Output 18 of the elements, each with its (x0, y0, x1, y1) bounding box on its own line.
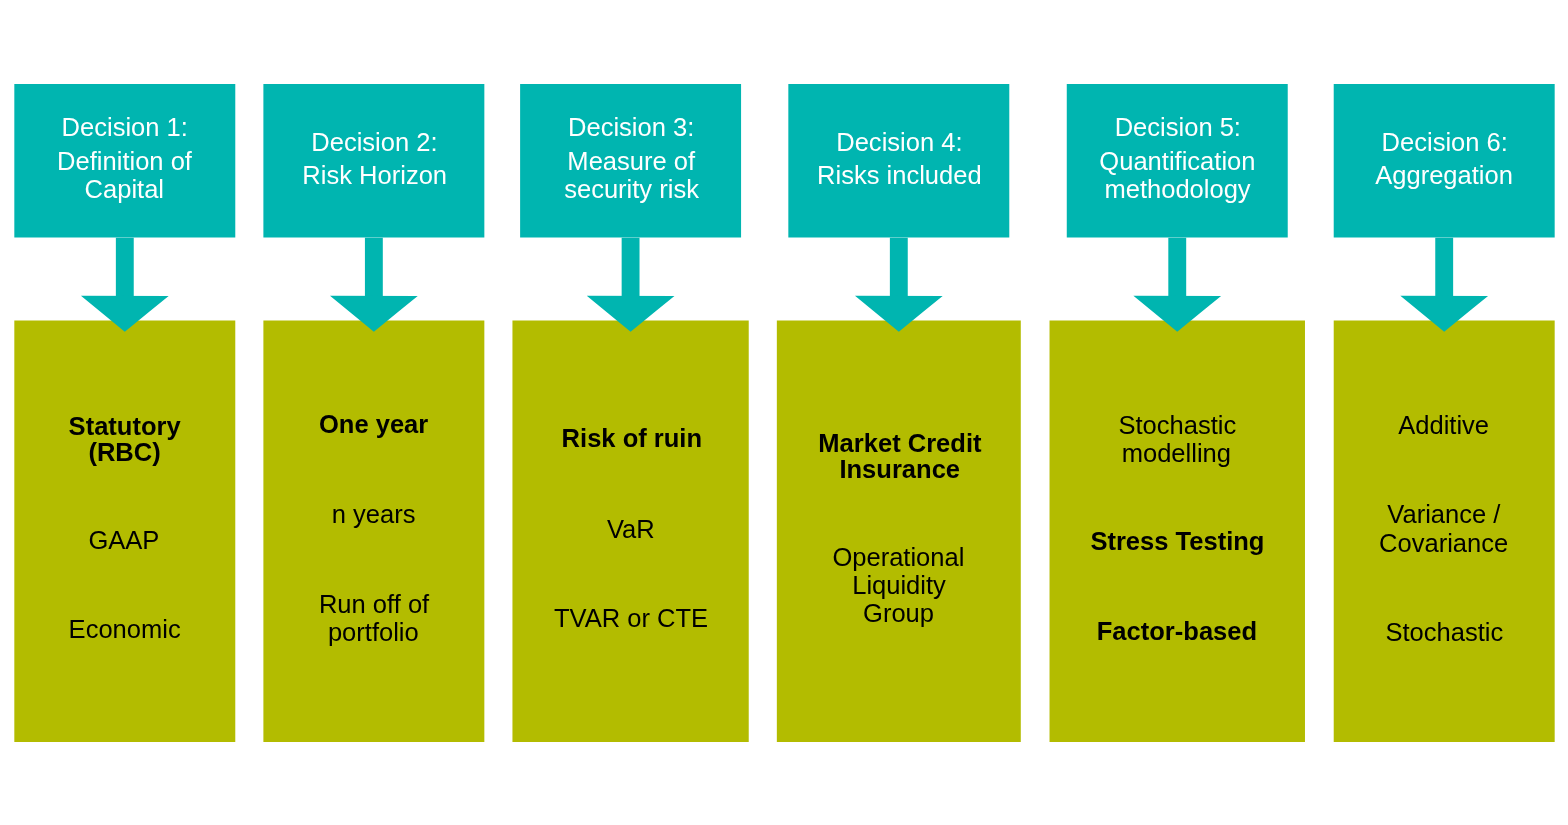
arrow (586, 237, 674, 332)
node-box: One year n years Run off of portfolio (262, 319, 484, 742)
arrow (329, 237, 418, 332)
arrow (854, 237, 943, 332)
arrow (80, 237, 169, 332)
node-box: Risk of ruin VaR TVAR or CTE (511, 319, 749, 742)
node-box: Additive Variance / Covariance Stochastic (1333, 319, 1555, 742)
node-box: Statutory (RBC) GAAP Economic (13, 319, 235, 742)
node-box: Decision 2: Risk Horizon (262, 83, 484, 237)
node-box: Decision 1: Definition of Capital (13, 83, 235, 237)
node-box: Decision 5: Quantification methodology (1066, 83, 1288, 237)
arrow (1132, 237, 1221, 332)
node-box: Decision 4: Risks included (787, 83, 1009, 237)
node-box: Stochastic modelling Stress Testing Factor-based (1049, 319, 1305, 742)
arrow (1399, 237, 1488, 332)
node-box: Market Credit Insurance Operational Liquidity Group (776, 319, 1021, 742)
node-box: Decision 3: Measure of security risk (519, 83, 741, 237)
node-box: Decision 6: Aggregation (1333, 83, 1555, 237)
